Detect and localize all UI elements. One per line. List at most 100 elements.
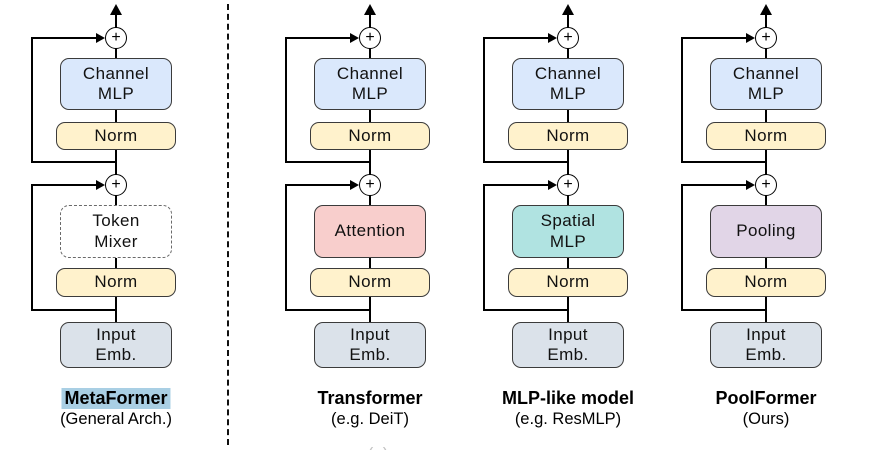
add-icon: + bbox=[755, 27, 777, 49]
residual-line-branch bbox=[483, 161, 568, 163]
residual-arrowhead-icon bbox=[548, 180, 557, 190]
column-divider-dashed-line bbox=[227, 4, 229, 445]
residual-line-top bbox=[31, 184, 96, 186]
channel-mlp-label: Channel bbox=[732, 63, 800, 83]
input-emb-label: Input bbox=[548, 324, 588, 344]
residual-line-branch bbox=[31, 161, 116, 163]
input-emb-label: Emb. bbox=[349, 345, 391, 364]
channel-mlp-label: Channel bbox=[336, 63, 404, 83]
token-mixer-label: Token bbox=[92, 211, 140, 231]
norm-upper-block: Norm bbox=[310, 122, 430, 150]
channel-mlp-label: MLP bbox=[97, 84, 135, 103]
main-flow-line bbox=[369, 14, 371, 323]
spatial-mlp-label: MLP bbox=[549, 231, 587, 251]
residual-arrowhead-icon bbox=[548, 33, 557, 43]
norm-lower-block: Norm bbox=[310, 268, 430, 297]
output-arrow-icon bbox=[760, 4, 772, 15]
residual-line-vertical bbox=[31, 184, 33, 311]
add-icon: + bbox=[359, 27, 381, 49]
residual-line-branch bbox=[285, 161, 370, 163]
add-icon: + bbox=[557, 174, 579, 196]
residual-line-vertical bbox=[31, 37, 33, 163]
input-emb-label: Input bbox=[96, 324, 136, 344]
add-icon: + bbox=[755, 174, 777, 196]
attention-block: Attention bbox=[314, 205, 426, 258]
main-flow-line bbox=[567, 14, 569, 323]
add-icon: + bbox=[359, 174, 381, 196]
add-icon: + bbox=[105, 27, 127, 49]
input-emb-label: Input bbox=[350, 324, 390, 344]
norm-lower-label: Norm bbox=[744, 272, 788, 292]
residual-line-top bbox=[681, 37, 746, 39]
norm-lower-label: Norm bbox=[348, 272, 392, 292]
residual-line-top bbox=[31, 37, 96, 39]
column-subtitle-transformer: (e.g. DeiT) bbox=[331, 410, 409, 428]
residual-arrowhead-icon bbox=[350, 33, 359, 43]
residual-arrowhead-icon bbox=[96, 180, 105, 190]
input-emb-label: Input bbox=[746, 324, 786, 344]
pooling-label: Pooling bbox=[736, 221, 796, 241]
norm-upper-label: Norm bbox=[744, 125, 788, 145]
norm-upper-block: Norm bbox=[508, 122, 628, 150]
residual-line-top bbox=[285, 37, 350, 39]
norm-lower-label: Norm bbox=[94, 272, 138, 292]
norm-upper-label: Norm bbox=[546, 125, 590, 145]
column-title-transformer: Transformer bbox=[317, 388, 423, 408]
residual-arrowhead-icon bbox=[96, 33, 105, 43]
column-title-metaformer: MetaFormer bbox=[61, 388, 171, 409]
input-emb-label: Emb. bbox=[95, 345, 137, 364]
main-flow-line bbox=[115, 14, 117, 323]
residual-line-branch bbox=[483, 309, 568, 311]
column-title-mlp-like: MLP-like model bbox=[501, 388, 635, 408]
norm-upper-block: Norm bbox=[706, 122, 826, 150]
residual-arrowhead-icon bbox=[746, 33, 755, 43]
channel-mlp-label: MLP bbox=[747, 84, 785, 103]
residual-line-vertical bbox=[681, 184, 683, 311]
metaformer-title-highlight: MetaFormer bbox=[61, 388, 171, 409]
main-flow-line bbox=[765, 14, 767, 323]
norm-lower-block: Norm bbox=[706, 268, 826, 297]
norm-lower-block: Norm bbox=[508, 268, 628, 297]
residual-line-branch bbox=[681, 309, 766, 311]
pooling-block: Pooling bbox=[710, 205, 822, 258]
norm-lower-block: Norm bbox=[56, 268, 176, 297]
column-subtitle-mlp-like: (e.g. ResMLP) bbox=[514, 410, 622, 428]
residual-line-vertical bbox=[285, 37, 287, 163]
residual-line-top bbox=[285, 184, 350, 186]
norm-lower-label: Norm bbox=[546, 272, 590, 292]
norm-upper-block: Norm bbox=[56, 122, 176, 150]
residual-line-branch bbox=[681, 161, 766, 163]
partial-figure-caption: (a) bbox=[352, 444, 404, 450]
residual-line-vertical bbox=[681, 37, 683, 163]
channel-mlp-label: MLP bbox=[549, 84, 587, 103]
residual-line-top bbox=[483, 184, 548, 186]
residual-line-branch bbox=[31, 309, 116, 311]
residual-arrowhead-icon bbox=[350, 180, 359, 190]
residual-line-branch bbox=[285, 309, 370, 311]
channel-mlp-label: Channel bbox=[534, 63, 602, 83]
channel-mlp-label: Channel bbox=[82, 63, 150, 83]
residual-line-vertical bbox=[483, 184, 485, 311]
column-title-poolformer: PoolFormer bbox=[715, 388, 817, 408]
norm-upper-label: Norm bbox=[94, 125, 138, 145]
residual-arrowhead-icon bbox=[746, 180, 755, 190]
output-arrow-icon bbox=[562, 4, 574, 15]
token-mixer-label: Mixer bbox=[94, 231, 138, 251]
spatial-mlp-label: Spatial bbox=[540, 211, 596, 231]
norm-upper-label: Norm bbox=[348, 125, 392, 145]
residual-line-top bbox=[681, 184, 746, 186]
residual-line-vertical bbox=[285, 184, 287, 311]
output-arrow-icon bbox=[110, 4, 122, 15]
attention-label: Attention bbox=[334, 221, 406, 241]
